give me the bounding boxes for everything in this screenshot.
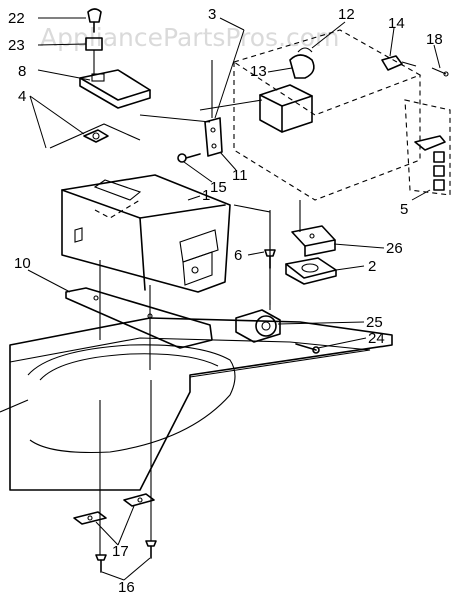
callout-14: 14 <box>388 15 405 32</box>
callout-22: 22 <box>8 10 25 27</box>
screw-16-right <box>145 540 157 559</box>
connector-14 <box>381 55 417 71</box>
callout-25: 25 <box>366 314 383 331</box>
callout-12: 12 <box>338 6 355 23</box>
screw-24 <box>295 343 320 354</box>
switch-assembly-box <box>404 99 451 196</box>
callout-3: 3 <box>208 6 216 23</box>
timer-assembly-box <box>232 29 422 201</box>
callout-24: 24 <box>368 330 385 347</box>
clip-17-left <box>73 511 107 525</box>
clip-17-right <box>123 493 155 507</box>
alignment-lines <box>99 99 301 555</box>
callout-23: 23 <box>8 37 25 54</box>
callout-13: 13 <box>250 63 267 80</box>
switch-bracket-26 <box>291 225 336 257</box>
callout-17: 17 <box>112 543 129 560</box>
callout-26: 26 <box>386 240 403 257</box>
switch-2 <box>285 257 337 285</box>
selector-25 <box>235 309 281 343</box>
screw-16-left <box>95 554 107 573</box>
knob-screw <box>85 8 103 74</box>
callout-4: 4 <box>18 88 26 105</box>
callout-labels: 22 23 8 4 1 3 12 13 14 18 11 15 5 6 26 2… <box>8 6 443 596</box>
callout-18: 18 <box>426 31 443 48</box>
timer-switch-13 <box>289 47 315 79</box>
callout-16: 16 <box>118 579 135 596</box>
callout-8: 8 <box>18 63 26 80</box>
screw-15 <box>177 153 201 163</box>
wire-terminal-18 <box>431 67 449 77</box>
callout-11: 11 <box>232 167 248 184</box>
washer-top-panel <box>0 317 393 491</box>
callout-15: 15 <box>210 179 227 196</box>
top-cover-plate <box>79 69 151 109</box>
switch-lever <box>414 135 446 191</box>
watermark-text: AppliancePartsPros.com <box>40 23 339 52</box>
callout-1: 1 <box>202 187 210 204</box>
mounting-clip <box>49 123 141 149</box>
callout-2: 2 <box>368 258 376 275</box>
console-housing <box>61 174 231 293</box>
callout-10: 10 <box>14 255 31 272</box>
leader-lines <box>27 17 441 581</box>
timer-motor <box>259 84 313 133</box>
callout-6: 6 <box>234 247 242 264</box>
callout-5: 5 <box>400 201 408 218</box>
